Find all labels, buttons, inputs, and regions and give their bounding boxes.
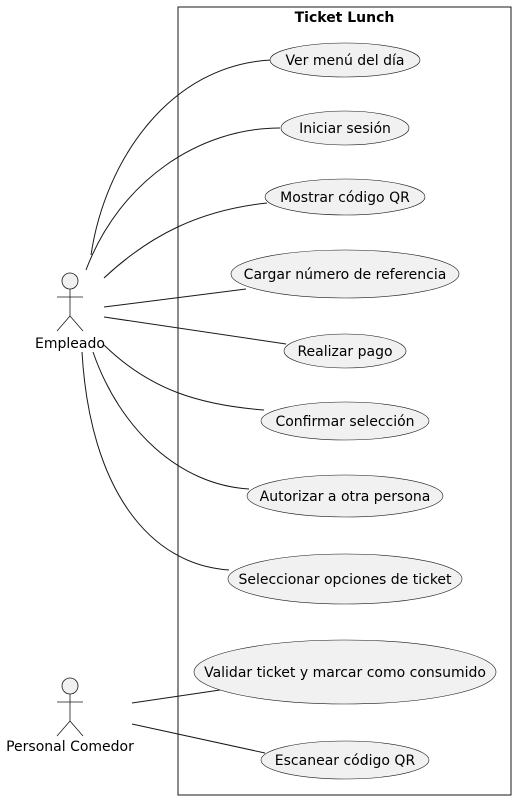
use-case-confirmar-seleccion: Confirmar selección (260, 401, 430, 441)
association-empleado-uc8 (81, 351, 230, 571)
use-case-label: Escanear código QR (275, 753, 416, 769)
actor-empleado: Empleado (35, 272, 105, 352)
actor-left-leg (56, 315, 71, 332)
actor-personal-comedor: Personal Comedor (6, 677, 134, 755)
use-case-label: Iniciar sesión (299, 121, 391, 137)
use-case-ellipse (260, 740, 430, 780)
actor-right-leg (69, 315, 84, 332)
actor-left-leg (56, 720, 71, 737)
use-case-label: Realizar pago (297, 344, 392, 360)
use-case-label: Cargar número de referencia (244, 267, 447, 283)
actor-head-icon (61, 272, 79, 290)
use-case-ellipse (260, 401, 430, 441)
use-case-ellipse (269, 42, 421, 78)
use-case-realizar-pago: Realizar pago (283, 333, 407, 369)
use-case-ellipse (227, 553, 463, 605)
use-case-label: Autorizar a otra persona (260, 489, 431, 505)
use-case-ellipse (283, 333, 407, 369)
association-personal-uc9 (131, 689, 221, 704)
use-case-escanear-qr: Escanear código QR (260, 740, 430, 780)
use-case-autorizar-persona: Autorizar a otra persona (246, 474, 444, 518)
association-empleado-uc4 (103, 288, 247, 308)
system-boundary: Ticket Lunch (177, 6, 512, 796)
association-empleado-uc2 (85, 127, 281, 271)
association-empleado-uc7 (92, 351, 250, 490)
system-title: Ticket Lunch (295, 10, 395, 26)
association-empleado-uc3 (103, 202, 268, 279)
association-personal-uc10 (131, 723, 266, 754)
use-case-ellipse (193, 639, 497, 705)
use-case-validar-ticket: Validar ticket y marcar como consumido (193, 639, 497, 705)
use-case-label: Confirmar selección (275, 414, 414, 430)
use-case-mostrar-qr: Mostrar código QR (264, 178, 426, 216)
use-case-label: Mostrar código QR (280, 190, 410, 206)
use-case-ellipse (230, 249, 460, 299)
association-empleado-uc5 (103, 316, 287, 345)
use-case-seleccionar-opciones: Seleccionar opciones de ticket (227, 553, 463, 605)
use-case-ellipse (264, 178, 426, 216)
use-case-ellipse (246, 474, 444, 518)
use-case-cargar-referencia: Cargar número de referencia (230, 249, 460, 299)
use-case-label: Validar ticket y marcar como consumido (204, 665, 486, 681)
use-case-ver-menu: Ver menú del día (269, 42, 421, 78)
actor-label: Personal Comedor (6, 739, 134, 755)
use-case-label: Ver menú del día (286, 53, 405, 69)
association-empleado-uc1 (90, 59, 272, 256)
actor-right-leg (69, 720, 84, 737)
use-case-label: Seleccionar opciones de ticket (238, 572, 452, 588)
system-boundary-rect (177, 6, 512, 796)
association-empleado-uc6 (103, 344, 265, 411)
use-case-iniciar-sesion: Iniciar sesión (280, 110, 410, 146)
actor-label: Empleado (35, 336, 105, 352)
associations (81, 59, 287, 754)
use-case-ellipse (280, 110, 410, 146)
actor-head-icon (61, 677, 79, 695)
